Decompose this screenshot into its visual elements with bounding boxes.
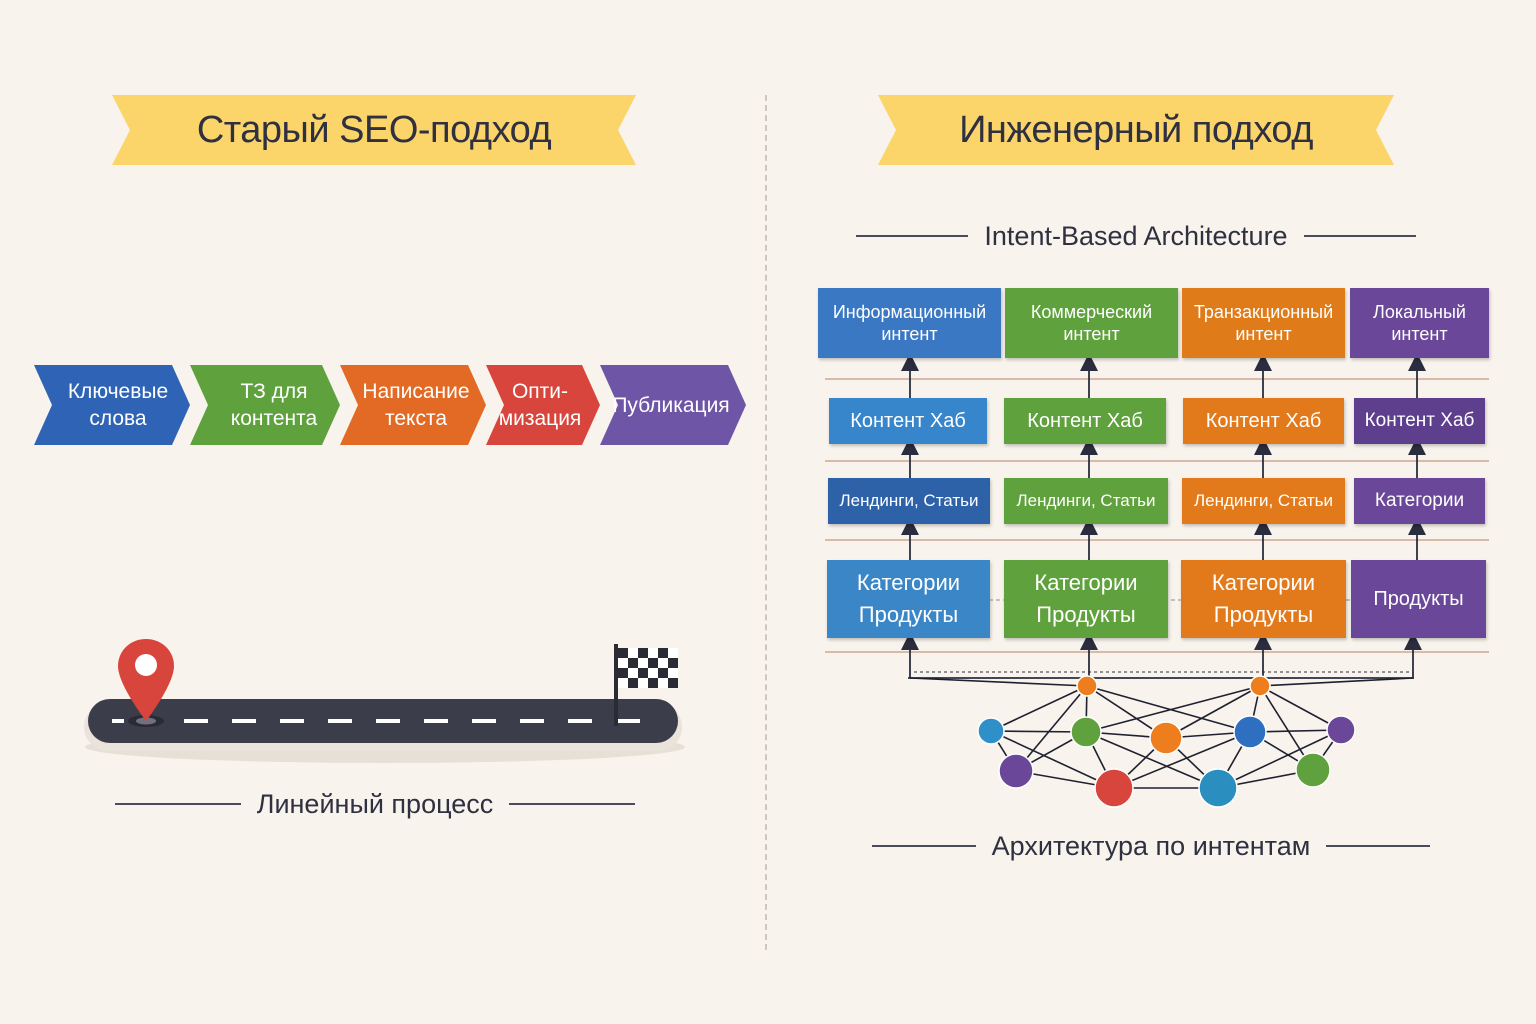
step-label-4: Опти- мизация bbox=[498, 380, 582, 430]
center-divider bbox=[765, 95, 767, 950]
level-line-2 bbox=[825, 460, 1489, 462]
col2-mid-box: Лендинги, Статьи bbox=[1004, 478, 1168, 524]
process-chevrons: Ключевые слова ТЗ для контента Написание… bbox=[34, 365, 749, 447]
col4-mid-box: Категории bbox=[1354, 478, 1485, 524]
chevron-step-2 bbox=[190, 365, 340, 445]
step-label-1: Ключевые слова bbox=[67, 380, 169, 430]
right-subtitle-text: Intent-Based Architecture bbox=[984, 220, 1288, 251]
right-caption-text: Архитектура по интентам bbox=[991, 830, 1311, 861]
col1-mid-box: Лендинги, Статьи bbox=[828, 478, 990, 524]
col1-header-box: Информационный интент bbox=[818, 288, 1001, 358]
col3-mid-box: Лендинги, Статьи bbox=[1182, 478, 1345, 524]
col4-hub-box: Контент Хаб bbox=[1354, 398, 1485, 444]
col2-hub-box: Контент Хаб bbox=[1004, 398, 1166, 444]
right-caption: Архитектура по интентам bbox=[858, 826, 1444, 866]
col2-bottom-box: Категории Продукты bbox=[1004, 560, 1168, 638]
left-banner-title: Старый SEO-подход bbox=[196, 108, 552, 151]
level-line-3 bbox=[825, 539, 1489, 541]
level-line-1 bbox=[825, 378, 1489, 380]
right-banner-title: Инженерный подход bbox=[959, 108, 1313, 151]
chevron-step-4 bbox=[486, 365, 600, 445]
left-caption-text: Линейный процесс bbox=[256, 788, 494, 819]
location-pin-icon bbox=[118, 639, 174, 727]
right-subtitle: Intent-Based Architecture bbox=[852, 216, 1420, 256]
road-illustration bbox=[84, 699, 685, 763]
step-label-3: Написание текста bbox=[362, 380, 470, 430]
col1-bottom-box: Категории Продукты bbox=[827, 560, 990, 638]
chevron-step-1 bbox=[34, 365, 190, 445]
left-banner-ribbon bbox=[112, 95, 636, 165]
col3-header-box: Транзакционный интент bbox=[1182, 288, 1345, 358]
col2-header-box: Коммерческий интент bbox=[1005, 288, 1178, 358]
chevron-step-5 bbox=[600, 365, 746, 445]
col3-bottom-box: Категории Продукты bbox=[1181, 560, 1346, 638]
col4-bottom-box: Продукты bbox=[1351, 560, 1486, 638]
right-banner: Инженерный подход bbox=[878, 95, 1394, 165]
left-banner: Старый SEO-подход bbox=[112, 95, 636, 165]
level-line-4 bbox=[825, 651, 1489, 653]
left-caption: Линейный процесс bbox=[108, 784, 642, 824]
checkered-flag-icon bbox=[614, 644, 678, 726]
step-label-5: Публикация bbox=[612, 393, 730, 417]
chevron-step-3 bbox=[340, 365, 486, 445]
right-banner-ribbon bbox=[878, 95, 1394, 165]
step-label-2: ТЗ для контента bbox=[230, 380, 318, 430]
chevron-shapes bbox=[34, 365, 746, 445]
col4-header-box: Локальный интент bbox=[1350, 288, 1489, 358]
col1-hub-box: Контент Хаб bbox=[829, 398, 987, 444]
col3-hub-box: Контент Хаб bbox=[1183, 398, 1344, 444]
